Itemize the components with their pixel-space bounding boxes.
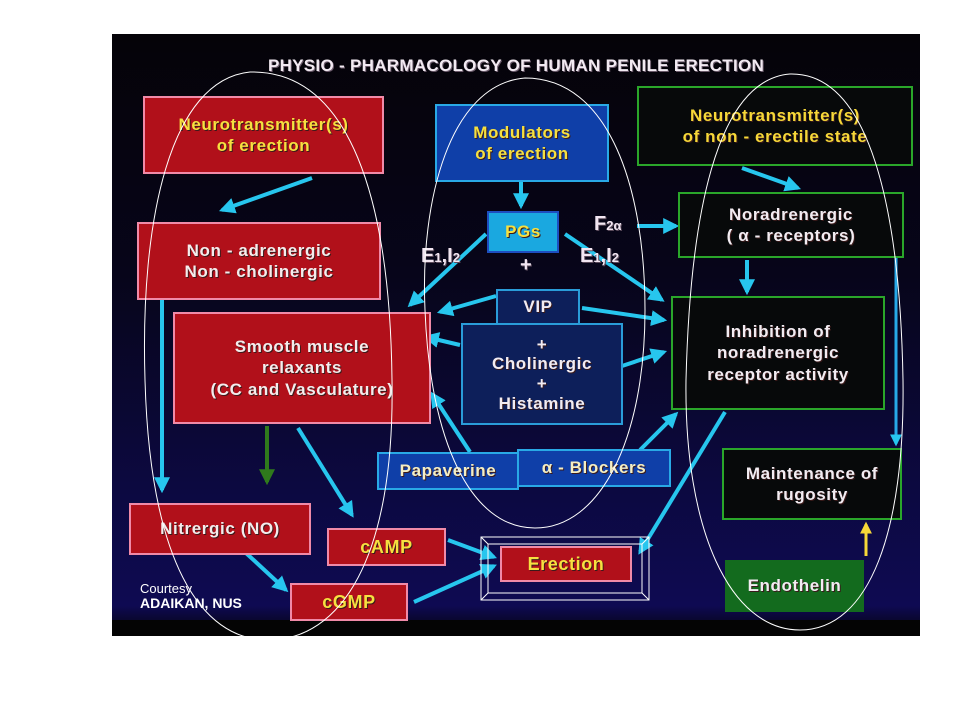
courtesy-label: Courtesy bbox=[140, 581, 193, 596]
node-text-line: of erection bbox=[216, 136, 311, 155]
node-cholinergic-histamine: + Cholinergic + Histamine bbox=[461, 323, 623, 425]
node-neurotransmitters-of-erection: Neurotransmitter(s) of erection bbox=[143, 96, 384, 174]
node-text-line: Noradrenergic bbox=[728, 204, 853, 224]
label-f2-alpha: F2α bbox=[594, 213, 622, 235]
node-erection: Erection bbox=[500, 546, 632, 582]
node-text-line: Non - adrenergic bbox=[186, 240, 332, 260]
label-plus: + bbox=[520, 254, 532, 276]
label-e1-i2-left: E1,I2 bbox=[421, 245, 460, 267]
node-camp: cAMP bbox=[327, 528, 446, 566]
courtesy-author: ADAIKAN, NUS bbox=[140, 595, 242, 611]
node-text-line: Smooth muscle bbox=[234, 337, 370, 357]
node-nitrergic: Nitrergic (NO) bbox=[129, 503, 311, 555]
node-neurotransmitters-non-erectile: Neurotransmitter(s) of non - erectile st… bbox=[637, 86, 913, 166]
node-pgs: PGs bbox=[487, 211, 559, 253]
node-alpha-blockers: α - Blockers bbox=[517, 449, 671, 487]
node-text-line: Maintenance of bbox=[745, 463, 879, 483]
node-text-line: receptor activity bbox=[707, 364, 849, 384]
node-papaverine: Papaverine bbox=[377, 452, 519, 490]
node-text-line: Modulators bbox=[473, 122, 571, 142]
slide-bottom-band bbox=[112, 620, 920, 636]
node-endothelin: Endothelin bbox=[725, 560, 864, 612]
courtesy-credit: Courtesy ADAIKAN, NUS bbox=[140, 581, 242, 611]
node-text-line: rugosity bbox=[776, 485, 848, 504]
node-smooth-muscle-relaxants: Smooth muscle relaxants (CC and Vasculat… bbox=[173, 312, 431, 424]
node-text-line: + bbox=[536, 374, 548, 393]
node-text-line: of erection bbox=[475, 144, 569, 163]
node-text-line: Cholinergic bbox=[491, 354, 593, 374]
node-text-line: Non - cholinergic bbox=[184, 262, 334, 281]
node-text-line: relaxants bbox=[261, 358, 343, 378]
label-e1-i2-right: E1,I2 bbox=[580, 245, 619, 267]
node-text-line: (CC and Vasculature) bbox=[210, 379, 394, 399]
node-maintenance-of-rugosity: Maintenance of rugosity bbox=[722, 448, 902, 520]
node-text-line: + bbox=[536, 334, 548, 354]
node-text-line: Neurotransmitter(s) bbox=[689, 105, 861, 125]
node-cgmp: cGMP bbox=[290, 583, 408, 621]
node-text-line: Histamine bbox=[498, 393, 586, 413]
node-text-line: ( α - receptors) bbox=[726, 226, 856, 245]
node-vip: VIP bbox=[496, 289, 580, 325]
node-modulators-of-erection: Modulators of erection bbox=[435, 104, 609, 182]
slide-title: PHYSIO - PHARMACOLOGY OF HUMAN PENILE ER… bbox=[267, 56, 765, 75]
node-text-line: of non - erectile state bbox=[682, 127, 868, 146]
node-noradrenergic: Noradrenergic ( α - receptors) bbox=[678, 192, 904, 258]
node-text-line: Inhibition of bbox=[725, 322, 831, 342]
node-inhibition-noradrenergic: Inhibition of noradrenergic receptor act… bbox=[671, 296, 885, 410]
node-text-line: Neurotransmitter(s) bbox=[178, 114, 349, 134]
node-nanc: Non - adrenergic Non - cholinergic bbox=[137, 222, 381, 300]
node-text-line: noradrenergic bbox=[716, 343, 840, 363]
